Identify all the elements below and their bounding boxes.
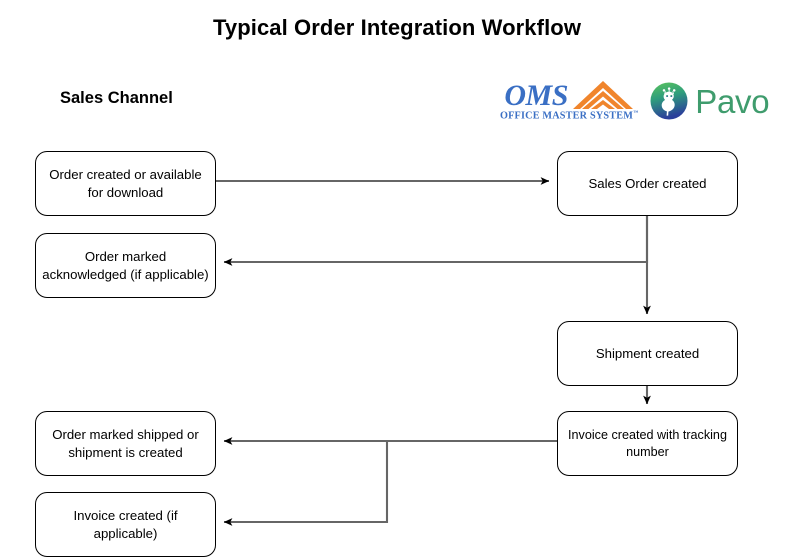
pavo-wordmark: Pavo: [695, 82, 770, 120]
flow-node-invoice-created-label: Invoice created (if applicable): [73, 507, 177, 543]
flow-node-shipment-created[interactable]: Shipment created: [557, 321, 738, 386]
flow-node-order-created-line-2: for download: [87, 184, 164, 200]
flow-node-invoice-created[interactable]: Invoice created (if applicable): [35, 492, 216, 557]
oms-chevron-icon: [572, 81, 633, 110]
flow-node-sales-order-created[interactable]: Sales Order created: [557, 151, 738, 216]
flow-node-order-created[interactable]: Order created or available for download: [35, 151, 216, 216]
section-heading-sales-channel: Sales Channel: [60, 89, 173, 107]
flow-node-order-shipped-line-1: Order marked shipped or: [52, 426, 199, 442]
flow-node-invoice-created-line-2: applicable): [93, 525, 158, 541]
flow-node-shipment-created-line-1: Shipment created: [595, 345, 700, 361]
brand-logo: OMS OFFICE MASTER SYSTEM™: [500, 78, 770, 124]
oms-tagline-text: OFFICE MASTER SYSTEM: [500, 110, 634, 122]
flow-node-order-shipped[interactable]: Order marked shipped or shipment is crea…: [35, 411, 216, 476]
page-title: Typical Order Integration Workflow: [212, 15, 582, 40]
flow-node-order-created-line-1: Order created or available: [49, 166, 202, 182]
flow-node-invoice-tracking-label: Invoice created with tracking number: [568, 427, 727, 461]
flow-node-order-created-label: Order created or available for download: [49, 166, 201, 202]
flow-node-invoice-tracking-line-2: number: [626, 444, 669, 459]
flow-node-invoice-tracking-line-1: Invoice created with tracking: [568, 427, 727, 442]
edge-sales-order-to-order-acknowledged: [223, 216, 649, 266]
pavo-logo: Pavo: [650, 82, 770, 120]
flow-node-order-acknowledged-label: Order marked acknowledged (if applicable…: [42, 248, 208, 284]
oms-logo: OMS OFFICE MASTER SYSTEM™: [500, 80, 638, 122]
flow-node-order-acknowledged-line-2: acknowledged (if applicable): [42, 266, 209, 282]
oms-trademark-mark: ™: [633, 111, 639, 117]
oms-wordmark: OMS: [504, 78, 568, 112]
flow-node-sales-order-created-line-1: Sales Order created: [588, 175, 707, 191]
flow-node-sales-order-created-label: Sales Order created: [588, 175, 706, 193]
edge-invoice-tracking-to-invoice-created: [223, 441, 389, 526]
flow-node-order-shipped-label: Order marked shipped or shipment is crea…: [52, 426, 199, 462]
oms-tagline: OFFICE MASTER SYSTEM™: [500, 111, 638, 122]
flow-node-invoice-created-line-1: Invoice created (if: [73, 507, 178, 523]
flow-node-invoice-tracking[interactable]: Invoice created with tracking number: [557, 411, 738, 476]
flow-node-order-acknowledged-line-1: Order marked: [84, 248, 167, 264]
flow-node-order-shipped-line-2: shipment is created: [68, 444, 183, 460]
flow-node-shipment-created-label: Shipment created: [596, 345, 699, 363]
oms-logo-top-row: OMS: [504, 80, 634, 110]
peacock-icon: [650, 82, 688, 120]
flow-node-order-acknowledged[interactable]: Order marked acknowledged (if applicable…: [35, 233, 216, 298]
